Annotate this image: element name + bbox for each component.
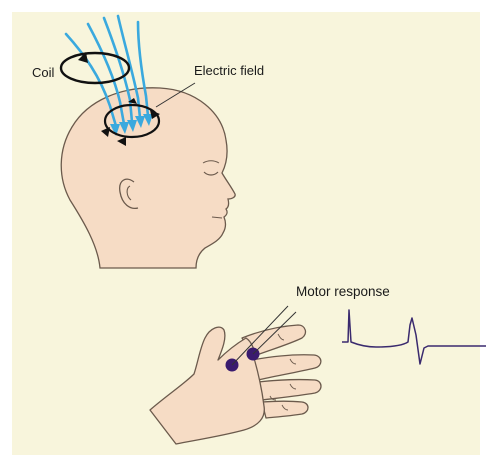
motor-response-trace bbox=[342, 310, 486, 364]
coil-ellipse bbox=[61, 53, 129, 83]
coil-label: Coil bbox=[32, 65, 54, 80]
electric-field-label: Electric field bbox=[194, 63, 274, 78]
hand bbox=[150, 325, 321, 444]
motor-response-label: Motor response bbox=[296, 284, 390, 299]
